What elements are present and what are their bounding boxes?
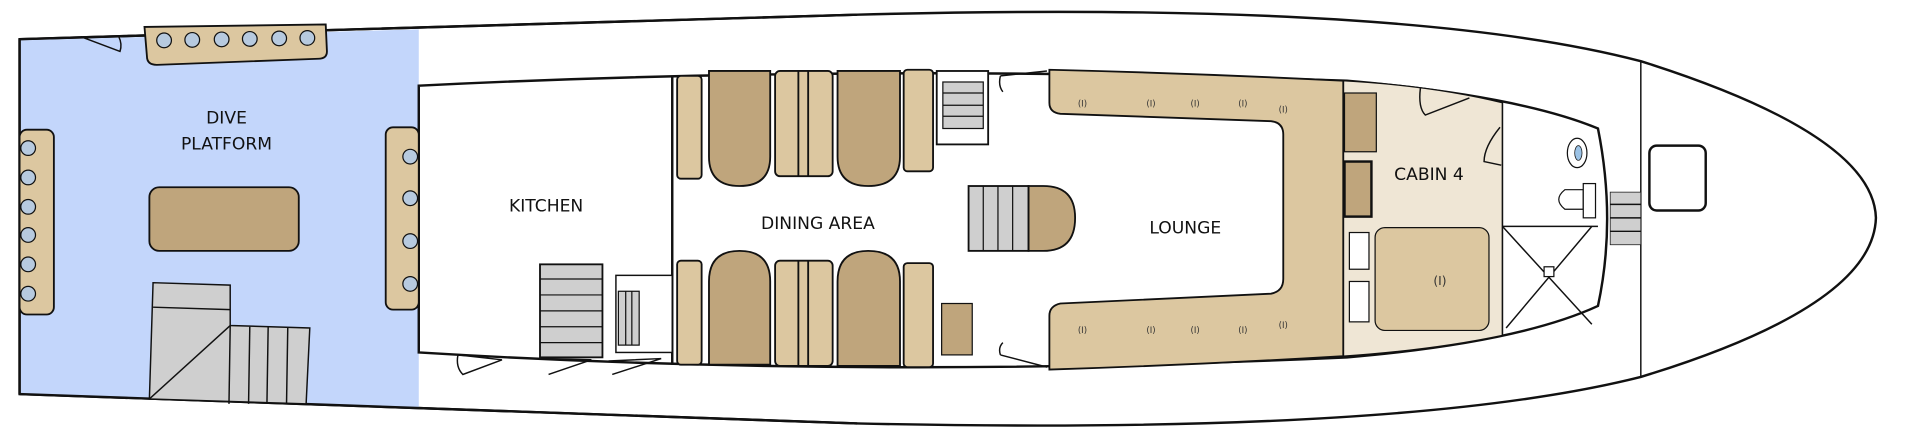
kitchen-stairs[interactable] [539,263,673,359]
label-cabin-4: CABIN 4 [1394,165,1464,185]
dive-tank-icon [156,32,173,49]
tank-rack-top[interactable] [143,23,328,66]
bow-hatch[interactable] [1648,144,1707,212]
label-kitchen: KITCHEN [509,197,583,217]
dive-tank-icon [213,31,230,48]
lounge-seat-marks: (I) (I) (I) (I) (I) (I) (I) (I) (I) (I) [1078,99,1288,335]
lounge-bench[interactable] [1048,68,1345,371]
dining-furniture[interactable] [676,68,973,369]
central-stairs[interactable] [967,185,1077,252]
dive-tank-icon [402,190,419,207]
svg-text:(I): (I) [1146,99,1155,109]
dive-table[interactable] [148,186,300,252]
label-dive-platform-2: PLATFORM [181,134,272,154]
dive-tank-icon [271,30,288,47]
upper-stairs[interactable] [935,70,990,146]
svg-text:(I): (I) [1190,99,1199,109]
dive-tank-icon [20,169,37,186]
wardrobe[interactable] [1343,92,1377,153]
svg-text:(I): (I) [1279,321,1288,331]
svg-text:(I): (I) [1078,99,1087,109]
dive-tank-icon [20,140,37,157]
dive-tank-icon [402,233,419,250]
dive-tanks [20,29,419,302]
svg-text:(I): (I) [1238,326,1247,336]
hull-outline [18,10,1878,427]
bow-stairs[interactable] [1609,191,1642,246]
tank-rack-right[interactable] [384,126,420,311]
dive-tank-icon [20,285,37,302]
label-dining-area: DINING AREA [761,214,875,234]
dive-tank-icon [184,31,201,48]
dive-tank-icon [402,148,419,165]
svg-text:(I): (I) [1433,274,1446,288]
dive-tank-icon [20,256,37,273]
doors[interactable] [80,36,1502,376]
label-lounge: LOUNGE [1149,219,1221,239]
dive-tank-icon [402,275,419,292]
svg-text:(I): (I) [1190,326,1199,336]
dive-tank-icon [299,29,316,46]
dive-tank-icon [20,227,37,243]
dive-platform-stairs[interactable] [148,281,311,405]
svg-text:(I): (I) [1078,326,1087,336]
dive-tank-icon [20,198,37,215]
svg-text:(I): (I) [1146,326,1155,336]
svg-text:(I): (I) [1238,99,1247,109]
dive-tank-icon [241,30,258,47]
svg-text:(I): (I) [1279,106,1288,116]
bed[interactable] [1374,227,1490,332]
label-dive-platform: DIVE [206,109,247,129]
toilet[interactable] [1558,189,1584,210]
